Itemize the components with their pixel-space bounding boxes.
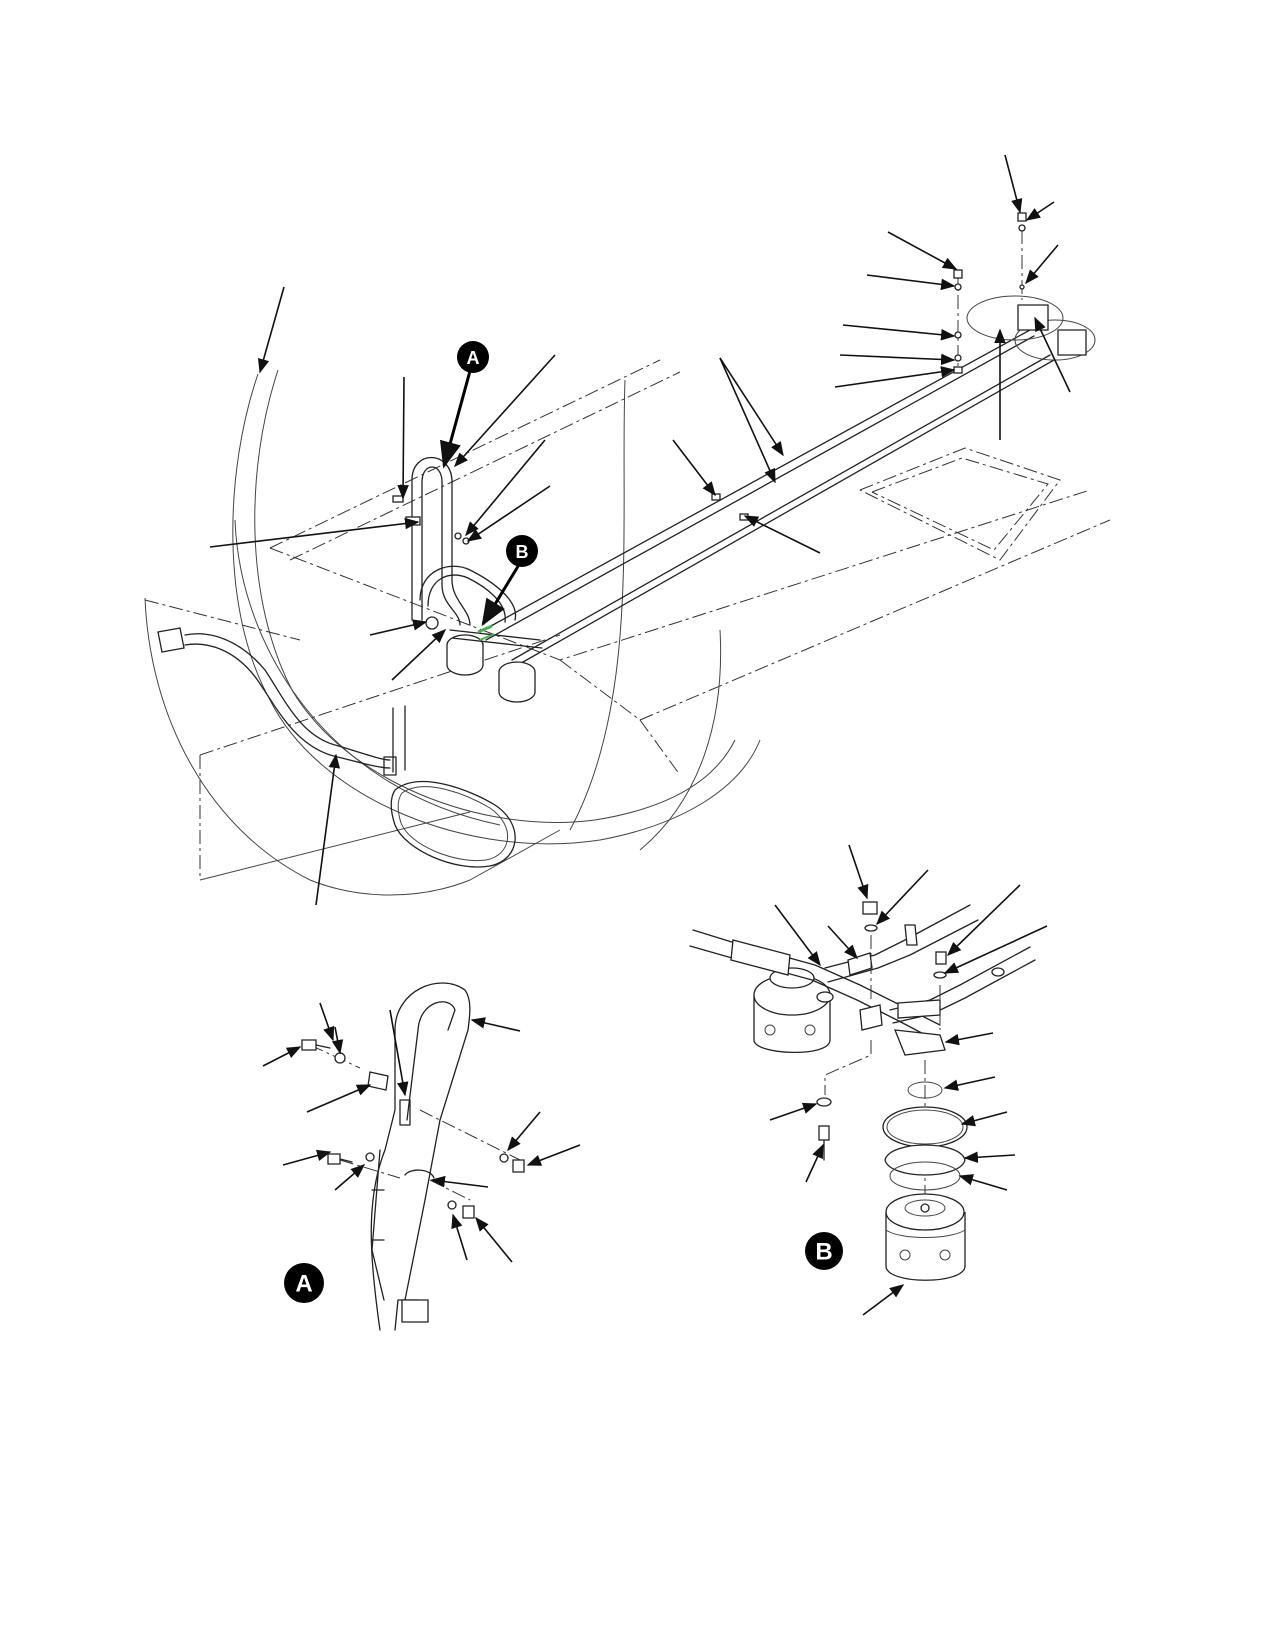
- detail-b-leaders: [769, 844, 1048, 1316]
- detail-a-leaders: [262, 1002, 581, 1263]
- detail-b-view: B: [689, 844, 1048, 1316]
- right-end-fittings: [957, 230, 1096, 370]
- deck-outline: [144, 359, 1111, 880]
- detail-a-view-label: A: [295, 1271, 312, 1298]
- hose: [157, 627, 406, 776]
- detail-a-view-badge: A: [284, 1263, 324, 1303]
- detail-b-callout-label: B: [516, 542, 529, 562]
- detail-b-view-label: B: [815, 1239, 832, 1266]
- filter-assembly: [425, 616, 543, 703]
- detail-b-view-badge: B: [805, 1232, 843, 1270]
- main-assembly-view: A B: [144, 154, 1111, 906]
- hardware-small: [392, 212, 1027, 545]
- fuel-tubes: [479, 329, 1055, 667]
- airframe-outline: [144, 369, 761, 896]
- detail-a-callout-badge: A: [457, 341, 489, 373]
- detail-b-pointer: [481, 562, 522, 627]
- callout-leaders-main: [209, 154, 1071, 906]
- detail-b-callout-badge: B: [506, 535, 538, 567]
- detail-a-callout-label: A: [467, 348, 480, 368]
- detail-a-view: A: [262, 982, 581, 1331]
- detail-a-pointer: [439, 370, 472, 469]
